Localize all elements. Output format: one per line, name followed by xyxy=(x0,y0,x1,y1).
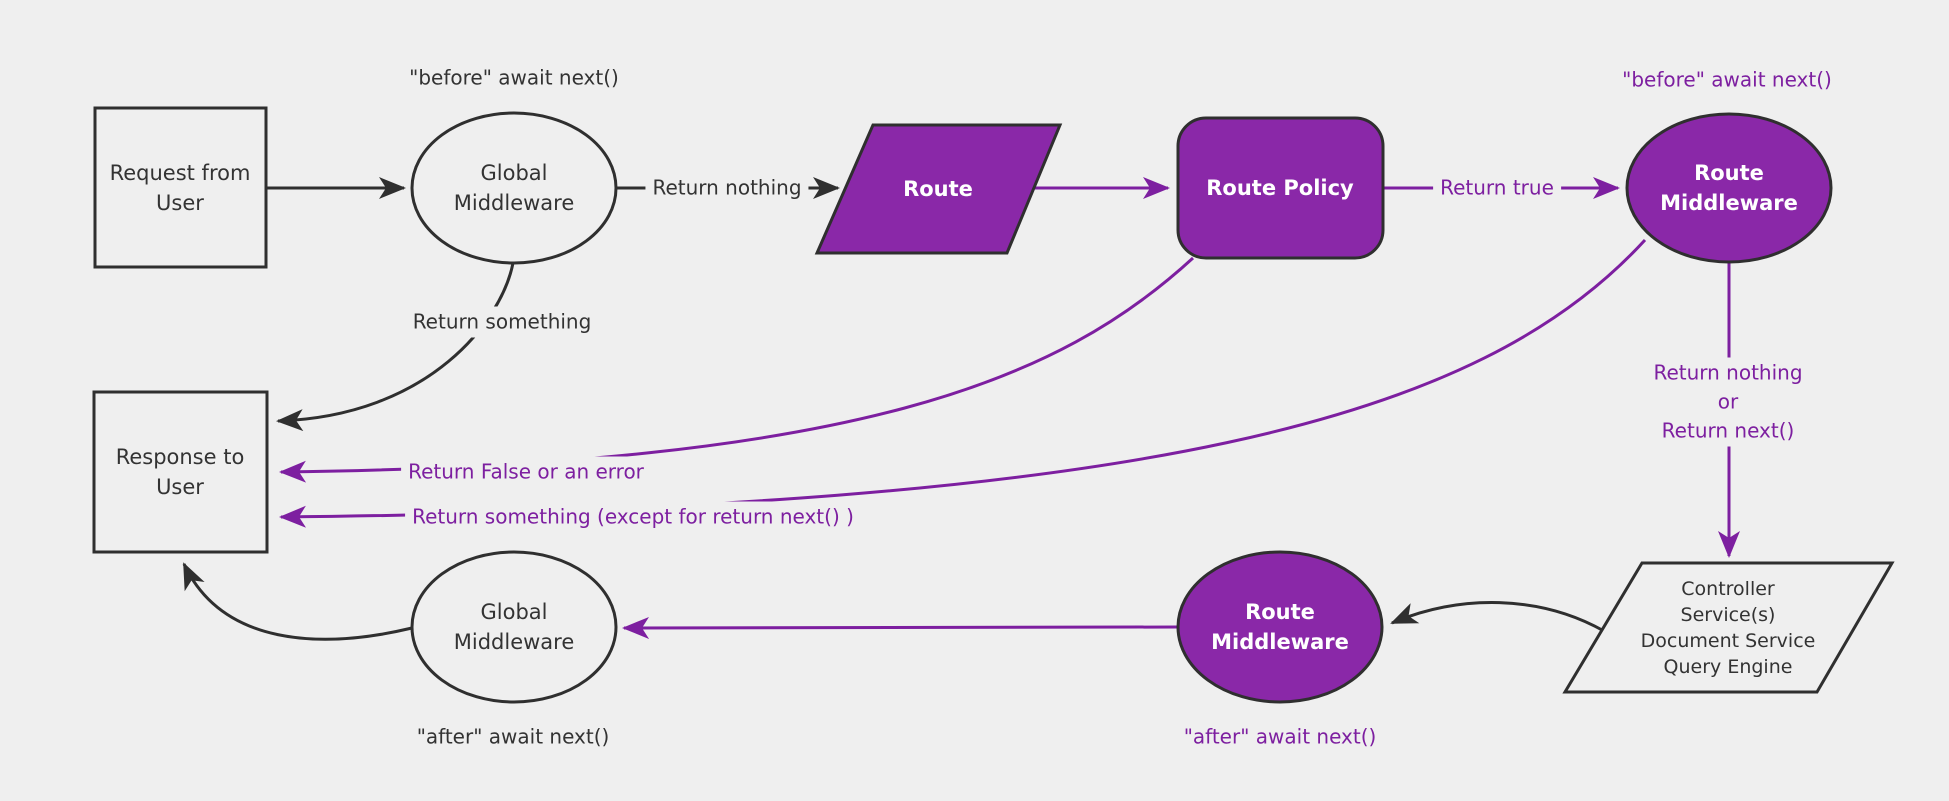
return-something-label: Return something xyxy=(405,306,599,338)
edge-return-false-or-error xyxy=(279,256,1195,483)
request-from-user-label: Request from User xyxy=(109,161,251,215)
global-middleware-top-ellipse xyxy=(410,111,618,265)
controller-parallelogram xyxy=(1562,561,1895,694)
edge-global-mw-to-response xyxy=(182,562,413,641)
route-middleware-bottom-ellipse xyxy=(1176,550,1384,704)
edge-controller-to-route-middleware xyxy=(1390,601,1605,633)
return-something-except-label: Return something (except for return next… xyxy=(405,501,861,533)
edge-return-something xyxy=(276,262,515,432)
return-nothing-label: Return nothing xyxy=(645,172,809,204)
after-await-next-right-label: "after" await next() xyxy=(1176,721,1384,753)
global-middleware-top-label: Global Middleware xyxy=(453,161,575,215)
route-label: Route xyxy=(903,177,973,201)
response-to-user-label: Response to User xyxy=(115,445,245,499)
response-to-user-box xyxy=(92,390,269,554)
before-await-next-top-label: "before" await next() xyxy=(402,62,626,94)
global-middleware-bottom-ellipse xyxy=(410,550,618,704)
controller-label: Controller Service(s) Document Service Q… xyxy=(1640,578,1816,678)
before-await-next-right-label: "before" await next() xyxy=(1615,64,1839,96)
route-middleware-bottom-label: Route Middleware xyxy=(1211,600,1349,654)
route-policy-label: Route Policy xyxy=(1206,176,1354,200)
return-false-or-error-label: Return False or an error xyxy=(401,456,651,488)
route-middleware-top-label: Route Middleware xyxy=(1660,161,1798,215)
route-middleware-top-ellipse xyxy=(1625,112,1833,264)
route-policy-box xyxy=(1176,116,1385,260)
return-nothing-or-next-label: Return nothing or Return next() xyxy=(1646,357,1810,447)
global-middleware-bottom-label: Global Middleware xyxy=(453,600,575,654)
route-parallelogram xyxy=(814,123,1063,255)
after-await-next-left-label: "after" await next() xyxy=(409,721,617,753)
return-true-label: Return true xyxy=(1433,172,1561,204)
edge-route-mw-to-global-mw xyxy=(622,616,1179,639)
request-from-user-box xyxy=(93,106,268,269)
